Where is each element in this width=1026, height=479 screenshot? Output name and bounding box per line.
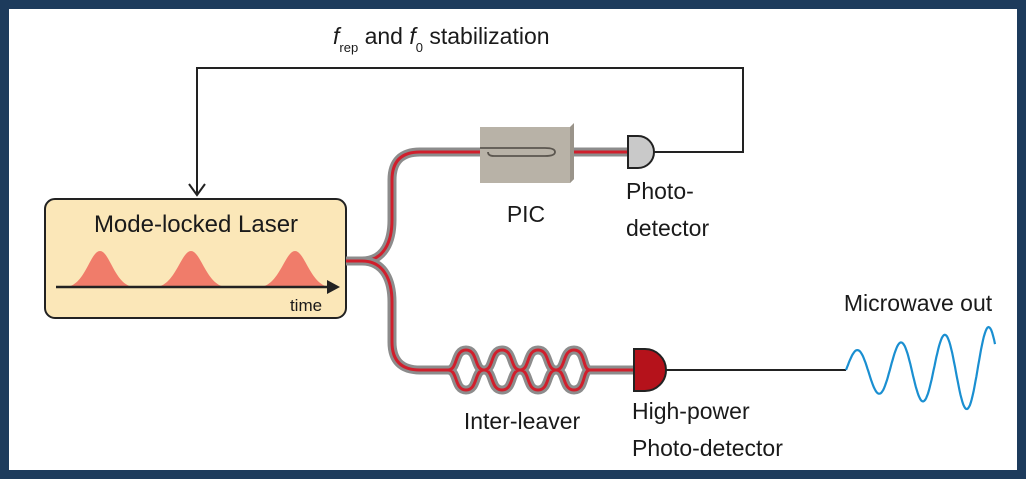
hp-photodetector-label-line1: High-power <box>632 398 750 424</box>
pic-waveguide-loop <box>480 147 556 157</box>
laser-title: Mode-locked Laser <box>94 211 298 238</box>
feedback-label: frep and f0 stabilization <box>333 23 550 55</box>
fiber-to-interleaver-outer <box>346 256 448 375</box>
photodetector-label: Photo- detector <box>626 178 709 241</box>
f-rep-subscript: rep <box>339 40 358 55</box>
pic-chip-edge <box>570 123 574 183</box>
photodetector-icon <box>627 135 655 169</box>
hp-photodetector-label: High-power Photo-detector <box>632 398 783 461</box>
f-rep-symbol: f <box>333 23 342 49</box>
pic-chip-top <box>480 127 570 183</box>
hp-photodetector-label-line2: Photo-detector <box>632 435 783 461</box>
fiber-to-pic-inner <box>346 150 628 263</box>
feedback-line <box>196 67 744 193</box>
pulse-2 <box>155 251 227 287</box>
feedback-arrowhead <box>188 183 206 197</box>
time-axis-label: time <box>290 296 322 315</box>
photodetector: Photo- detector <box>626 135 709 241</box>
interleaver-inner <box>447 348 591 392</box>
interleaver: Inter-leaver <box>446 345 592 434</box>
interleaver-label: Inter-leaver <box>464 408 581 434</box>
hp-photodetector-icon <box>633 348 667 392</box>
microwave-label: Microwave out <box>844 290 993 316</box>
mode-locked-laser: Mode-locked Laser time <box>44 198 347 319</box>
hp-photodetector: High-power Photo-detector <box>632 348 846 461</box>
f0-symbol: f <box>409 23 418 49</box>
feedback-and: and <box>358 23 409 49</box>
fiber-to-interleaver-inner <box>346 259 448 372</box>
photodetector-label-line1: Photo- <box>626 178 694 204</box>
pulse-1 <box>65 251 135 287</box>
microwave-waveform <box>844 325 997 411</box>
pulse-3 <box>259 251 331 287</box>
pic-label: PIC <box>507 201 545 227</box>
microwave-output: Microwave out <box>844 290 997 411</box>
pic-chip: PIC <box>480 123 574 227</box>
time-axis-arrowhead <box>327 280 340 294</box>
f0-subscript: 0 <box>416 40 423 55</box>
feedback-stabilization: stabilization <box>423 23 550 49</box>
photodetector-label-line2: detector <box>626 215 709 241</box>
fiber-network <box>346 147 634 375</box>
